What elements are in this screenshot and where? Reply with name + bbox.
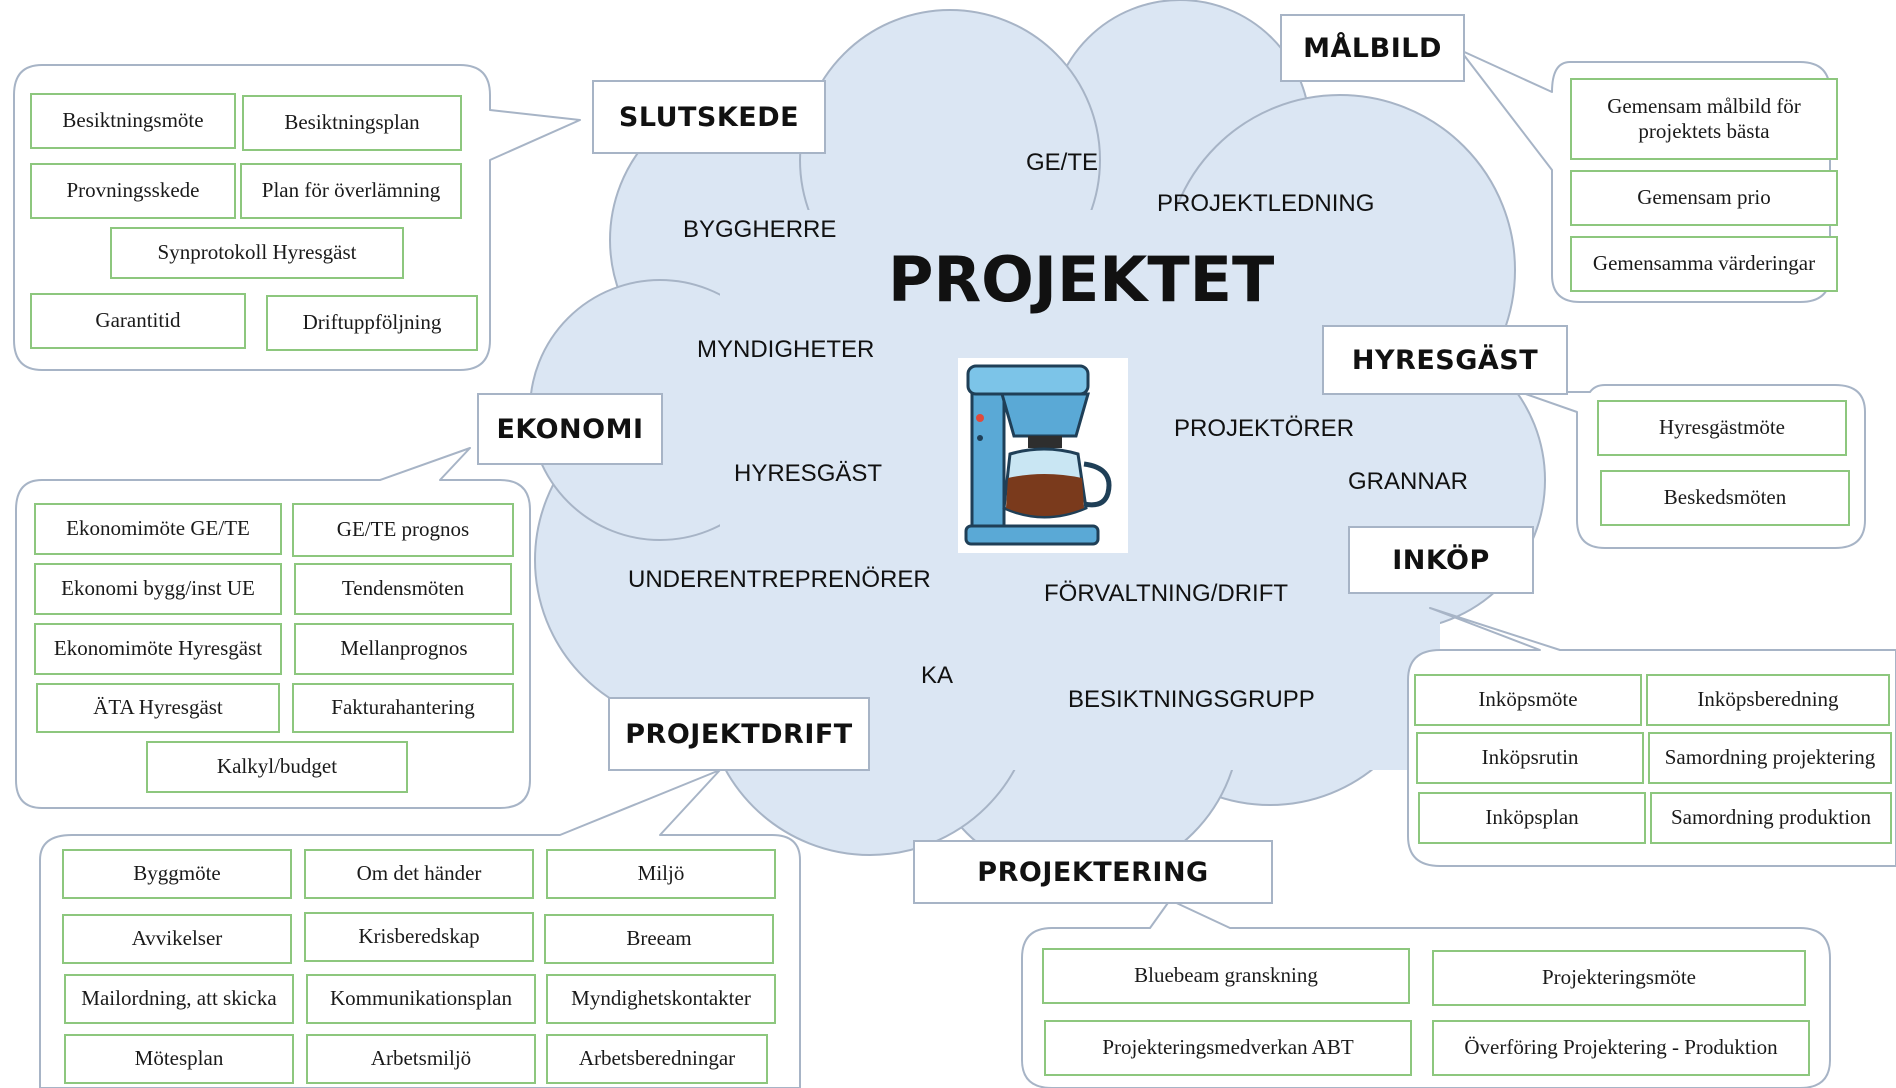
category-projektdrift: PROJEKTDRIFT [608,697,870,771]
cloud-word-ka: KA [921,662,954,689]
inkop-item-inkopsmote: Inköpsmöte [1414,674,1642,726]
cloud-word-myndigheter: MYNDIGHETER [697,336,875,363]
ekonomi-item-gete-prognos: GE/TE prognos [292,503,514,557]
projektdrift-item-motesplan: Mötesplan [64,1034,294,1084]
project-cloud [529,0,1546,881]
malbild-item-gemensamma-varderingar: Gemensamma värderingar [1570,236,1838,292]
cloud-word-underentreprenorer: UNDERENTREPRENÖRER [628,566,931,593]
cloud-word-byggherre: BYGGHERRE [683,216,837,243]
ekonomi-item-kalkyl-budget: Kalkyl/budget [146,741,408,793]
slutskede-item-driftuppfoljning: Driftuppföljning [266,295,478,351]
projektdrift-item-kommunikationsplan: Kommunikationsplan [306,974,536,1024]
category-slutskede: SLUTSKEDE [592,80,826,154]
category-ekonomi: EKONOMI [477,393,663,465]
cloud-word-ge-te: GE/TE [1026,149,1099,176]
ekonomi-item-ata-hyresgast: ÄTA Hyresgäst [36,683,280,733]
projektering-item-projekteringsmote: Projekteringsmöte [1432,950,1806,1006]
projektdrift-item-breeam: Breeam [544,914,774,964]
ekonomi-item-ekonomimote-hyresgast: Ekonomimöte Hyresgäst [34,623,282,675]
cloud-word-hyresgast: HYRESGÄST [734,460,883,487]
inkop-item-inkopsrutin: Inköpsrutin [1416,732,1644,784]
category-inkop: INKÖP [1348,526,1534,594]
projektdrift-item-om-det-hander: Om det händer [304,849,534,899]
page-title: PROJEKTET [888,243,1275,316]
cloud-word-forvaltning: FÖRVALTNING/DRIFT [1044,580,1289,607]
slutskede-item-garantitid: Garantitid [30,293,246,349]
malbild-item-gemensam-prio: Gemensam prio [1570,170,1838,226]
cloud-word-projektledning: PROJEKTLEDNING [1157,190,1375,217]
projektdrift-item-arbetsmiljo: Arbetsmiljö [306,1034,536,1084]
cloud-word-besiktningsgrupp: BESIKTNINGSGRUPP [1068,686,1315,713]
ekonomi-item-fakturahantering: Fakturahantering [292,683,514,733]
projektering-item-overforing: Överföring Projektering - Produktion [1432,1020,1810,1076]
slutskede-item-besiktningsplan: Besiktningsplan [242,95,462,151]
projektering-item-projekteringsmedverkan: Projekteringsmedverkan ABT [1044,1020,1412,1076]
ekonomi-item-ekonomimote-gete: Ekonomimöte GE/TE [34,503,282,555]
category-projektering: PROJEKTERING [913,840,1273,904]
ekonomi-item-ekonomi-bygg: Ekonomi bygg/inst UE [34,563,282,615]
cloud-word-projektorer: PROJEKTÖRER [1174,415,1355,442]
projektdrift-item-byggmote: Byggmöte [62,849,292,899]
malbild-item-gemensam-malbild: Gemensam målbild för projektets bästa [1570,78,1838,160]
hyresgast-item-beskedsmoten: Beskedsmöten [1600,470,1850,526]
coffee-maker-icon [958,358,1128,553]
cloud-word-grannar: GRANNAR [1348,468,1469,495]
inkop-item-samordning-projektering: Samordning projektering [1648,732,1892,784]
inkop-item-inkopsplan: Inköpsplan [1418,792,1646,844]
projektdrift-item-miljo: Miljö [546,849,776,899]
category-hyresgast: HYRESGÄST [1322,325,1568,395]
inkop-item-inkopsberedning: Inköpsberedning [1646,674,1890,726]
slutskede-item-synprotokoll: Synprotokoll Hyresgäst [110,227,404,279]
projektdrift-item-arbetsberedningar: Arbetsberedningar [546,1034,768,1084]
slutskede-item-plan-overlamning: Plan för överlämning [240,163,462,219]
slutskede-item-provningsskede: Provningsskede [30,163,236,219]
hyresgast-item-hyresgastmote: Hyresgästmöte [1597,400,1847,456]
category-malbild: MÅLBILD [1280,14,1465,82]
slutskede-item-besiktningsmote: Besiktningsmöte [30,93,236,149]
ekonomi-item-mellanprognos: Mellanprognos [294,623,514,675]
projektdrift-item-krisberedskap: Krisberedskap [304,912,534,962]
projektdrift-item-avvikelser: Avvikelser [62,914,292,964]
projektdrift-item-myndighetskontakter: Myndighetskontakter [546,974,776,1024]
inkop-item-samordning-produktion: Samordning produktion [1650,792,1892,844]
projektering-item-bluebeam: Bluebeam granskning [1042,948,1410,1004]
projektdrift-item-mailordning: Mailordning, att skicka [64,974,294,1024]
ekonomi-item-tendensmoten: Tendensmöten [294,563,512,615]
